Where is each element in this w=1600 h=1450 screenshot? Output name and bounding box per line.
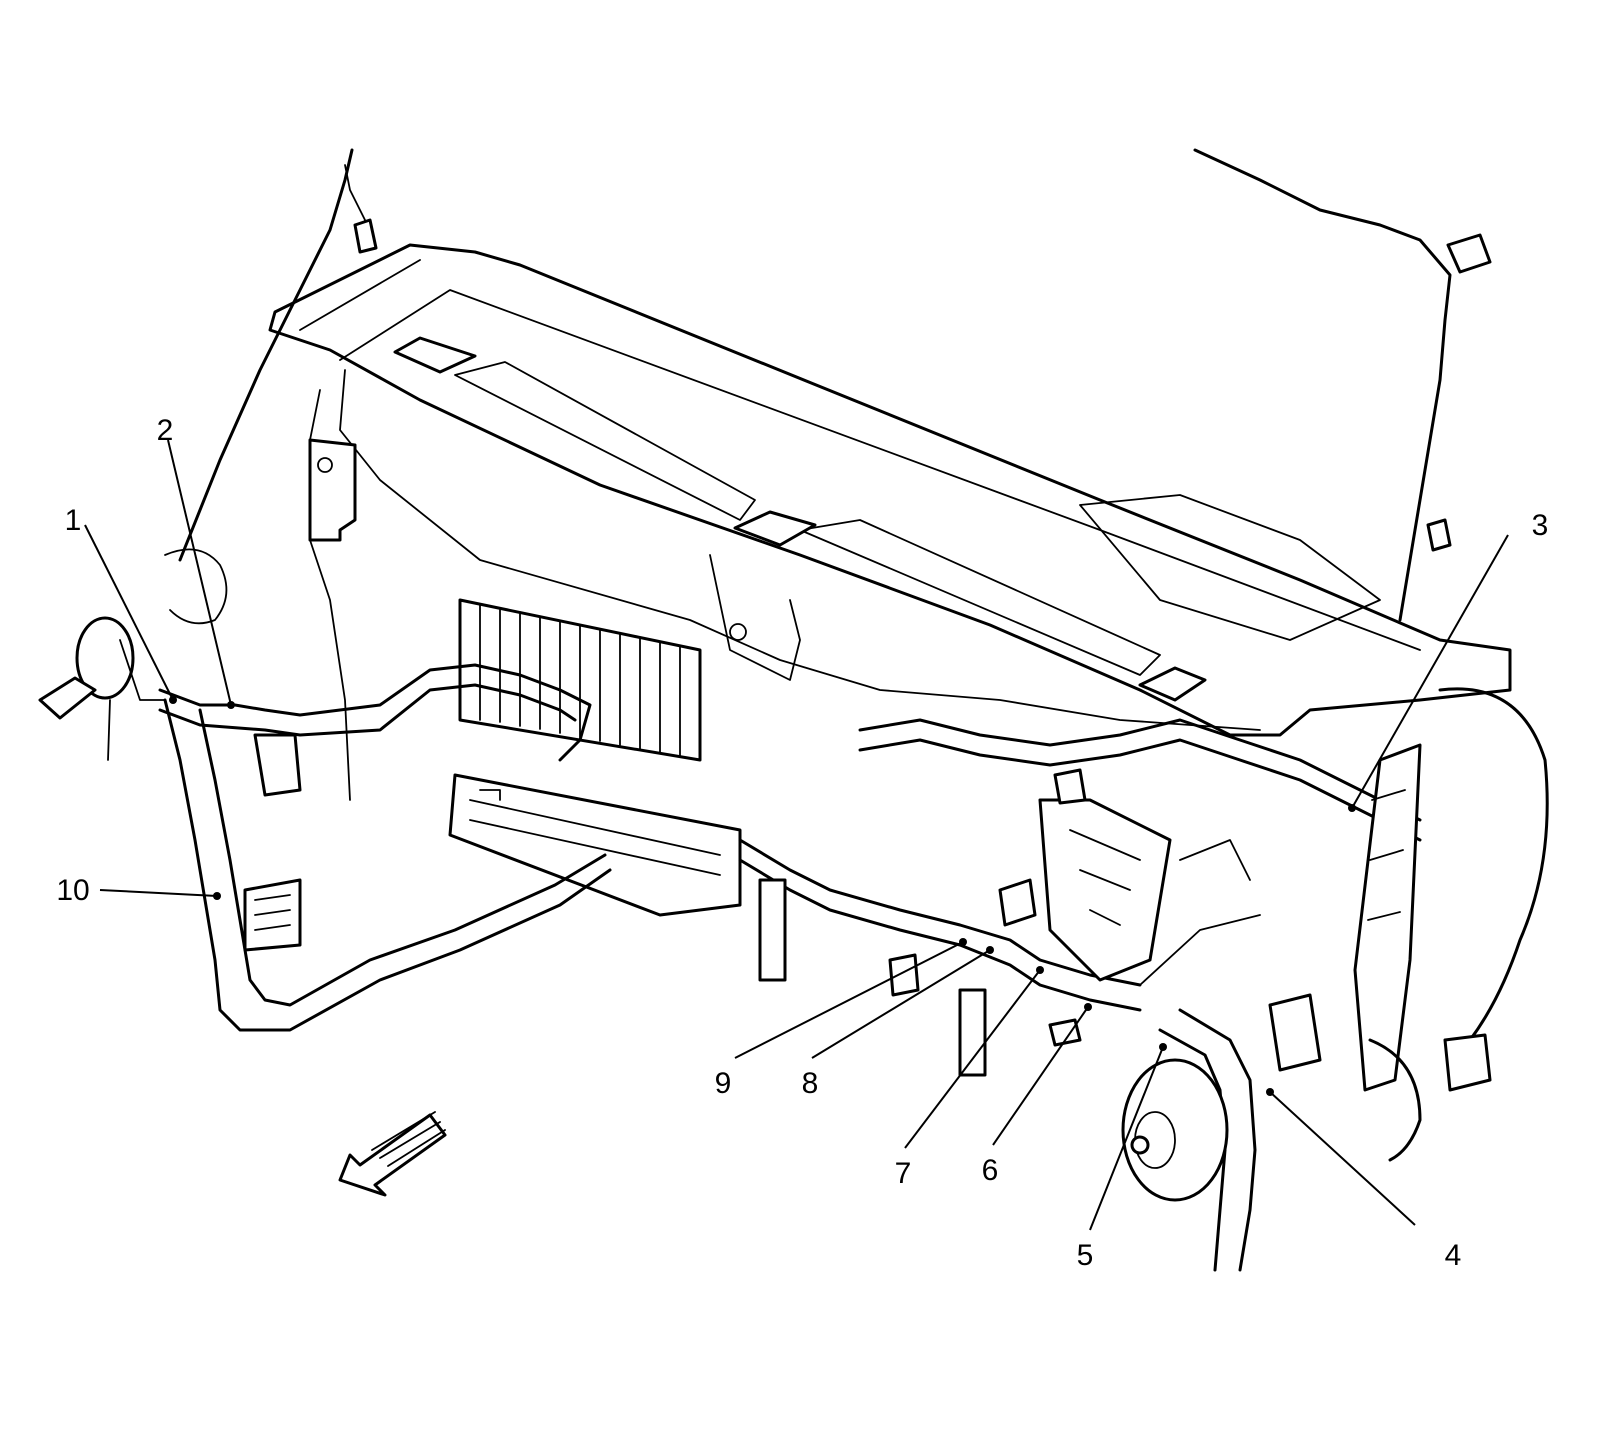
defroster-vent-right bbox=[799, 519, 1161, 676]
right-coiled-harness bbox=[1368, 1038, 1422, 1162]
right-pillar-harness bbox=[1193, 148, 1492, 622]
right-roof-harness bbox=[1193, 148, 1452, 622]
leader-3 bbox=[1351, 534, 1509, 809]
right-kick-bracket bbox=[1353, 743, 1422, 1092]
callout-5: 5 bbox=[1077, 1239, 1094, 1272]
callout-2: 2 bbox=[157, 414, 174, 447]
callout-leaders bbox=[84, 439, 1509, 1231]
lower-center-post bbox=[958, 988, 987, 1077]
left-module-connector bbox=[253, 733, 302, 797]
left-grommet-body bbox=[75, 616, 135, 700]
leader-dot-4 bbox=[1266, 1088, 1274, 1096]
right-grommet-stud bbox=[1130, 1135, 1150, 1155]
leader-1 bbox=[84, 524, 174, 701]
instrument-panel-rim bbox=[299, 259, 1421, 651]
leader-7 bbox=[904, 969, 1041, 1149]
defroster-vent-left bbox=[454, 361, 756, 521]
leader-6 bbox=[992, 1006, 1089, 1146]
leader-4 bbox=[1269, 1091, 1416, 1226]
left-drop-inner bbox=[198, 708, 607, 1007]
crossbar-detail bbox=[469, 789, 721, 876]
right-end-connector bbox=[1443, 1033, 1492, 1092]
leader-dot-8 bbox=[986, 946, 994, 954]
main-harness-trunk-lower bbox=[158, 683, 577, 737]
dash-bolt bbox=[729, 623, 747, 641]
callout-1: 1 bbox=[65, 504, 82, 537]
lower-crossbar bbox=[448, 773, 742, 917]
left-grommet-lead bbox=[107, 639, 166, 761]
right-fuse-block bbox=[1268, 993, 1322, 1072]
right-roof-connector bbox=[1446, 233, 1492, 274]
right-pillar-connector bbox=[1426, 518, 1452, 552]
leader-dot-10 bbox=[213, 892, 221, 900]
leader-9 bbox=[734, 941, 964, 1059]
callout-7: 7 bbox=[895, 1157, 912, 1190]
dash-speaker-grille-center bbox=[733, 510, 817, 547]
hvac-module bbox=[448, 598, 742, 917]
leader-dot-5 bbox=[1159, 1043, 1167, 1051]
center-harness-run bbox=[738, 838, 1142, 987]
leader-8 bbox=[811, 949, 991, 1059]
dash-speaker-grille-right bbox=[1138, 666, 1207, 702]
left-harness-drop bbox=[163, 698, 612, 1032]
left-a-pillar-harness bbox=[178, 148, 354, 562]
leader-dot-7 bbox=[1036, 966, 1044, 974]
instrument-panel-top bbox=[268, 243, 1512, 737]
right-drop-harness bbox=[1178, 1008, 1257, 1272]
bracket-ribs bbox=[1367, 789, 1406, 921]
center-wire-branches bbox=[1139, 839, 1261, 986]
callout-6: 6 bbox=[982, 1154, 999, 1187]
left-door-connector bbox=[353, 218, 378, 254]
right-harness-run bbox=[858, 718, 1422, 822]
callout-9: 9 bbox=[715, 1067, 732, 1100]
dash-center-bezel bbox=[709, 554, 801, 681]
center-harness-run-lower bbox=[738, 858, 1142, 1012]
leader-2 bbox=[167, 439, 232, 706]
center-components bbox=[758, 768, 1261, 1077]
leader-dot-6 bbox=[1084, 1003, 1092, 1011]
small-clip bbox=[1048, 1018, 1082, 1047]
left-pillar-structure bbox=[178, 148, 378, 801]
center-connector-small bbox=[888, 953, 920, 997]
connector-detail bbox=[254, 894, 291, 931]
right-lower-structure bbox=[1268, 687, 1549, 1162]
left-grommet-boot bbox=[38, 676, 97, 720]
leader-dot-3 bbox=[1348, 804, 1356, 812]
left-grommet bbox=[38, 548, 228, 761]
left-module-upper bbox=[243, 878, 302, 952]
center-support-bracket bbox=[1038, 798, 1172, 982]
center-vertical-bracket bbox=[758, 878, 787, 982]
left-drop-outer bbox=[163, 698, 612, 1032]
leader-dot-9 bbox=[959, 938, 967, 946]
center-connector-top bbox=[1053, 768, 1087, 805]
center-bracket-detail bbox=[1069, 829, 1141, 926]
right-grommet bbox=[1121, 1008, 1257, 1272]
forward-arrow-icon bbox=[338, 1111, 447, 1197]
instrument-panel bbox=[268, 243, 1512, 737]
right-loop-harness bbox=[1438, 687, 1549, 1042]
glovebox-opening bbox=[1079, 494, 1381, 641]
right-grommet-body bbox=[1121, 1058, 1229, 1202]
callout-4: 4 bbox=[1445, 1239, 1462, 1272]
left-kick-panel bbox=[309, 389, 351, 801]
leader-10 bbox=[99, 889, 218, 897]
hvac-ribs bbox=[479, 604, 681, 758]
leader-dot-2 bbox=[227, 701, 235, 709]
callout-3: 3 bbox=[1532, 509, 1549, 542]
bracket-bolt bbox=[317, 457, 333, 473]
dash-speaker-grille-left bbox=[393, 336, 477, 374]
leader-dot-1 bbox=[169, 696, 177, 704]
leader-5 bbox=[1089, 1046, 1164, 1231]
callout-labels: 1 2 3 4 5 6 7 8 9 10 bbox=[56, 414, 1548, 1272]
right-harness-run-lower bbox=[858, 738, 1422, 842]
callout-8: 8 bbox=[802, 1067, 819, 1100]
left-side-bracket bbox=[308, 438, 357, 542]
callout-10: 10 bbox=[56, 874, 89, 907]
center-connector-left bbox=[998, 878, 1037, 927]
